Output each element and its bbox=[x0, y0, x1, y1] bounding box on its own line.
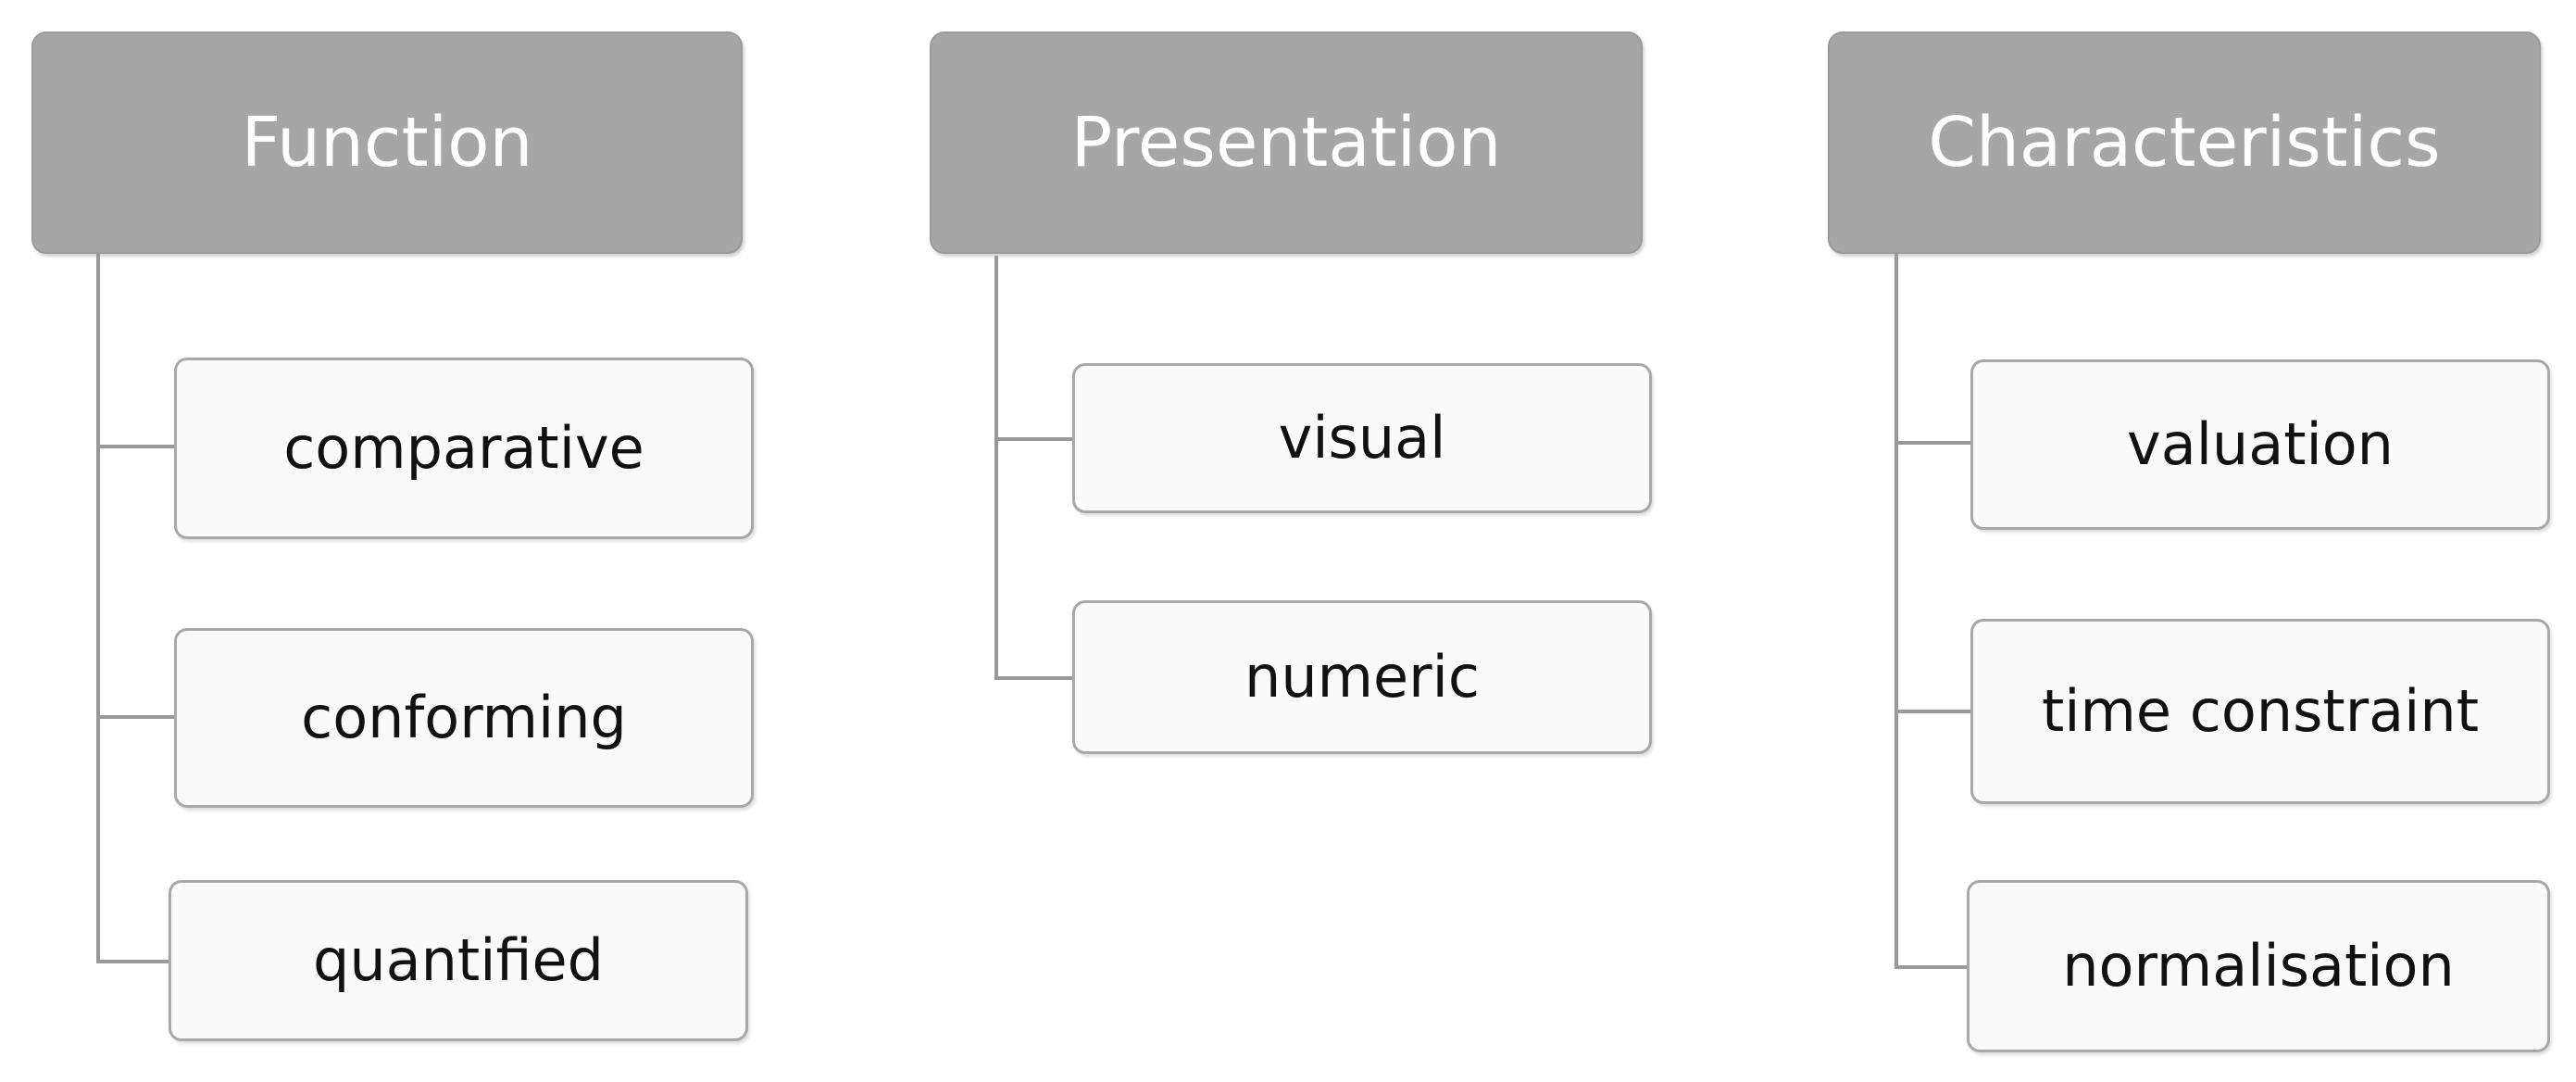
item-label: valuation bbox=[2127, 410, 2394, 478]
characteristics-connector-branch bbox=[1894, 441, 1974, 445]
characteristics-item-valuation: valuation bbox=[1970, 359, 2550, 530]
presentation-connector-branch bbox=[994, 676, 1074, 680]
function-connector-branch bbox=[96, 960, 170, 963]
function-title: Function bbox=[241, 103, 533, 182]
function-connector-trunk bbox=[96, 252, 100, 963]
function-connector-branch bbox=[96, 445, 176, 448]
presentation-item-numeric: numeric bbox=[1072, 600, 1652, 754]
characteristics-title: Characteristics bbox=[1928, 103, 2441, 182]
item-label: quantified bbox=[312, 926, 605, 994]
characteristics-connector-branch bbox=[1894, 965, 1970, 969]
presentation-item-visual: visual bbox=[1072, 363, 1652, 513]
item-label: numeric bbox=[1244, 643, 1480, 711]
function-header: Function bbox=[31, 31, 743, 254]
presentation-connector-branch bbox=[994, 437, 1074, 441]
item-label: normalisation bbox=[2062, 932, 2455, 1000]
item-label: comparative bbox=[283, 414, 644, 482]
presentation-title: Presentation bbox=[1070, 103, 1502, 182]
item-label: time constraint bbox=[2041, 677, 2480, 745]
item-label: visual bbox=[1278, 404, 1446, 472]
presentation-connector-trunk bbox=[994, 256, 998, 680]
characteristics-connector-branch bbox=[1894, 710, 1974, 713]
characteristics-connector-trunk bbox=[1894, 252, 1898, 969]
function-item-comparative: comparative bbox=[174, 358, 754, 539]
function-connector-branch bbox=[96, 715, 176, 719]
function-item-conforming: conforming bbox=[174, 628, 754, 808]
function-item-quantified: quantified bbox=[169, 880, 748, 1041]
characteristics-item-time-constraint: time constraint bbox=[1970, 619, 2550, 804]
characteristics-item-normalisation: normalisation bbox=[1967, 880, 2550, 1052]
presentation-header: Presentation bbox=[930, 31, 1643, 254]
characteristics-header: Characteristics bbox=[1828, 31, 2541, 254]
item-label: conforming bbox=[301, 684, 627, 751]
